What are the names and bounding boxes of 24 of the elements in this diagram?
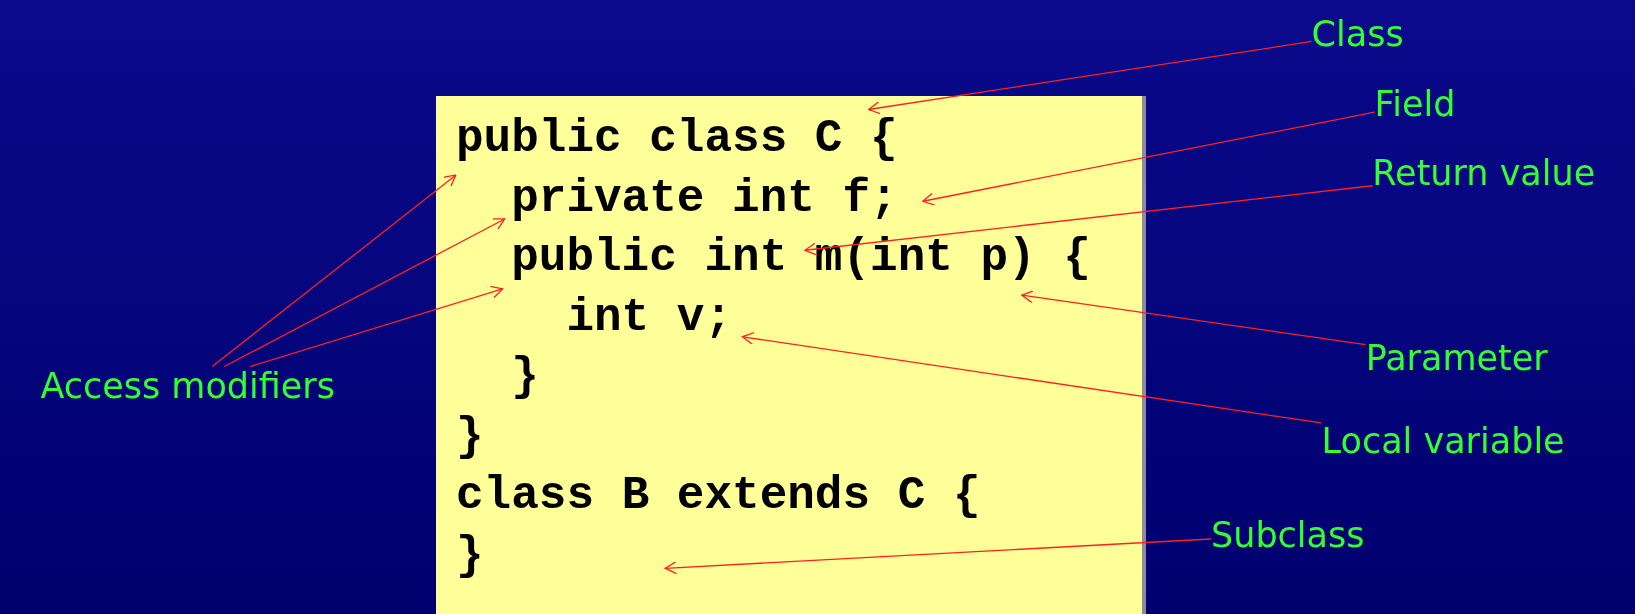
leader-line bbox=[922, 111, 1376, 206]
callout-label: Subclass bbox=[1211, 515, 1365, 555]
code-line: private int f; bbox=[511, 173, 898, 224]
code-line: int v; bbox=[566, 292, 733, 343]
leader-line bbox=[664, 538, 1212, 575]
callout-label: Access modifiers bbox=[40, 366, 335, 406]
code-line: class B extends C { bbox=[456, 471, 981, 521]
leader-line bbox=[211, 174, 457, 368]
leader-line bbox=[223, 218, 506, 368]
leader-line bbox=[1021, 290, 1367, 346]
code-line: public int m(int p) { bbox=[511, 233, 1091, 283]
leader-line bbox=[867, 40, 1313, 115]
leader-line bbox=[741, 331, 1323, 424]
code-line: public class C { bbox=[456, 114, 898, 164]
code-line: } bbox=[456, 530, 484, 581]
callout-label: Class bbox=[1311, 15, 1404, 54]
callout-label: Local variable bbox=[1321, 421, 1565, 461]
leader-line bbox=[804, 185, 1373, 256]
callout-label: Parameter bbox=[1365, 338, 1548, 377]
code-line: } bbox=[511, 352, 539, 402]
leader-line bbox=[249, 285, 504, 368]
callout-label: Field bbox=[1374, 85, 1456, 124]
code-line: } bbox=[456, 411, 484, 462]
callout-label: Return value bbox=[1372, 153, 1596, 193]
